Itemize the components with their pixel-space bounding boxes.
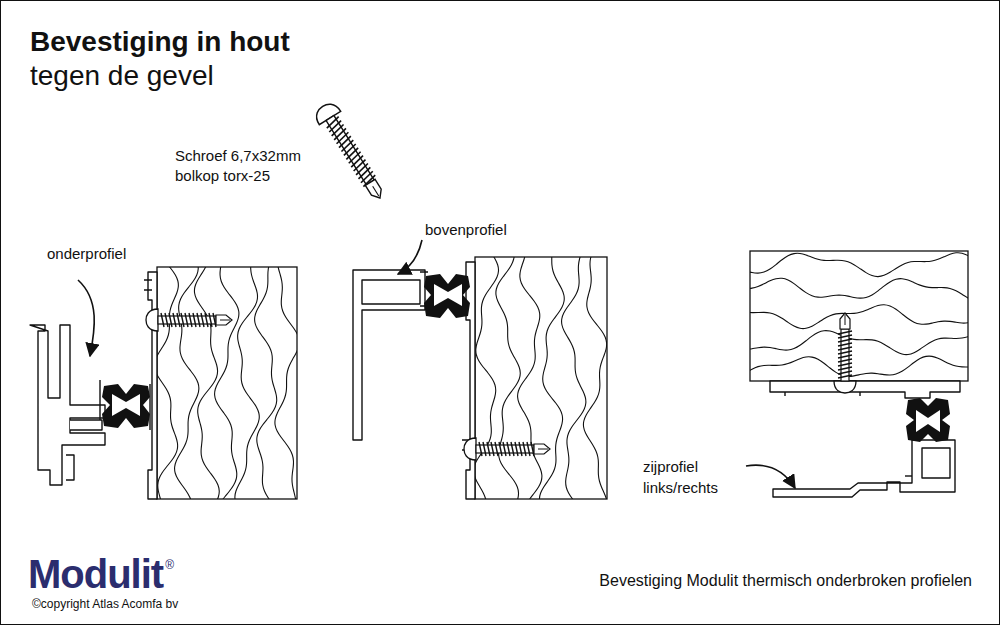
top-profile <box>353 262 475 499</box>
brand-logo: Modulit <box>28 552 163 597</box>
wood-grain <box>475 257 607 499</box>
thermal-break <box>906 398 950 442</box>
wood-grain <box>750 253 968 377</box>
leader-arrow <box>78 280 94 356</box>
wood-block <box>475 257 607 499</box>
leader-arrow <box>398 240 422 274</box>
subtitle: tegen de gevel <box>30 60 214 92</box>
trademark: ® <box>165 558 174 572</box>
leader-arrow <box>746 465 795 488</box>
wood-block <box>157 267 297 499</box>
part-name: bovenprofiel <box>425 221 507 238</box>
wood-grain <box>157 267 297 499</box>
screw-label: Schroef 6,7x32mm bolkop torx-25 <box>175 146 325 186</box>
copyright: ©copyright Atlas Acomfa bv <box>32 597 178 611</box>
part-name: onderprofiel <box>47 245 126 262</box>
part-name: zijprofiel links/rechts <box>643 456 748 498</box>
title: Bevestiging in hout <box>30 26 290 58</box>
wood-block <box>750 251 968 381</box>
thermal-break <box>102 384 150 428</box>
thermal-break <box>424 274 470 318</box>
bottom-profile <box>30 272 157 499</box>
screws <box>146 100 856 460</box>
side-profile <box>770 381 960 497</box>
caption: Bevestiging Modulit thermisch onderbroke… <box>599 572 972 590</box>
